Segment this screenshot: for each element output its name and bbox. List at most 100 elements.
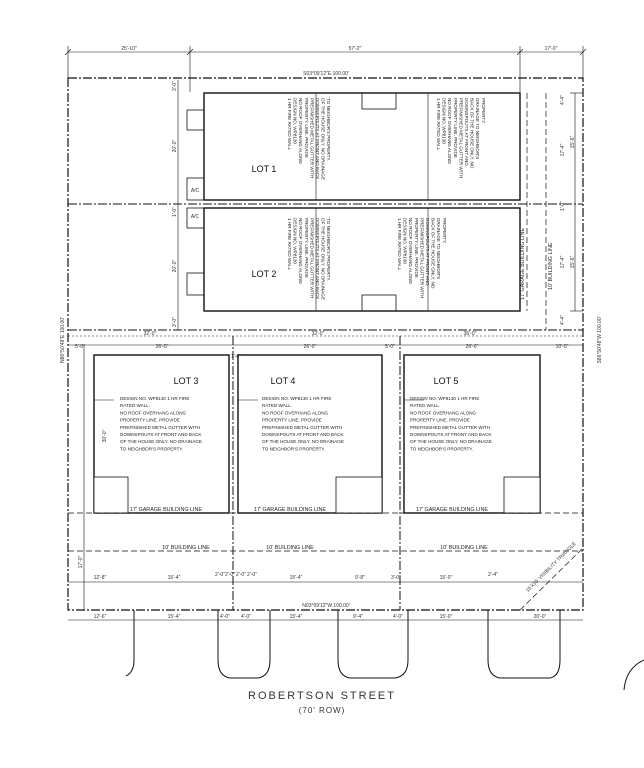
note-line: NO ROOF OVERHANG ALONG — [120, 410, 187, 415]
dim-b3: 2'-0" — [215, 572, 225, 578]
note-line: NO ROOF OVERHANG ALONG — [410, 410, 477, 415]
south-bearing: N03°09'12"W 100.00' — [302, 603, 349, 609]
note-line: DOWNSPOUTS AT FRONT AND — [425, 218, 430, 286]
west-bearing: N86°50'48"E 100.00' — [60, 317, 66, 363]
dim-c7: 4'-0" — [393, 614, 403, 620]
note-line: PROPERTY LINE. PROVIDE — [304, 98, 309, 158]
note-line: OF THE HOUSE ONLY. NO DRAINAGE — [262, 439, 344, 444]
note-line: PROPERTY. — [442, 218, 447, 244]
dim-b10: 15'-0" — [440, 575, 453, 581]
dim-lot3-5: 5'-0" — [75, 344, 85, 350]
note-line: PREFINISHED METAL GUTTER WITH — [410, 425, 490, 430]
dim-lot5-10: 10'-0" — [556, 344, 569, 350]
note-line: DESIGN NO. WP8130 — [442, 98, 447, 144]
street-row: (70' ROW) — [298, 706, 346, 715]
ac-label-1: A/C — [191, 188, 200, 194]
note-line: 1 HR FIRE RATED WALL — [287, 98, 292, 151]
note-line: DOWNSPOUTS AT FRONT AND BACK — [315, 218, 320, 300]
east-bearing: S86°50'48"W 100.00' — [597, 316, 603, 363]
note-line: NO ROOF OVERHANG ALONG — [408, 218, 413, 285]
dim-front-17: 17'-0" — [78, 555, 84, 568]
dim-b2: 15'-4" — [168, 575, 181, 581]
dim-r-7: 4'-4" — [560, 315, 566, 325]
note-line: DESIGN NO. WP8130 — [403, 218, 408, 264]
note-line: PREFINISHED METAL GUTTER WITH — [309, 218, 314, 298]
dim-b6: 2'-0" — [247, 572, 257, 578]
dim-c2: 15'-4" — [168, 614, 181, 620]
garage-line-lot5: 17' GARAGE BUILDING LINE — [416, 507, 488, 513]
note-line: PREFINISHED METAL GUTTER WITH — [419, 218, 424, 298]
dim-lot4-26: 26'-0" — [304, 344, 317, 350]
garage-line-lot3: 17' GARAGE BUILDING LINE — [130, 507, 202, 513]
note-line: DESIGN NO. WP8130 1 HR FIRE — [410, 396, 479, 401]
dim-c3: 4'-0" — [220, 614, 230, 620]
note-line: PROPERTY LINE. PROVIDE — [453, 98, 458, 158]
note-line: TO NEIGHBOR'S PROPERTY. — [410, 446, 473, 451]
dim-b1: 12'-8" — [94, 575, 107, 581]
dim-gap-1: 1'-0" — [231, 354, 241, 360]
dim-r-5: 17'-4" — [560, 255, 566, 268]
note-line: TO NEIGHBOR'S PROPERTY. — [262, 446, 325, 451]
dim-row-36: 36'-0" — [464, 331, 477, 337]
note-line: PREFINISHED METAL GUTTER WITH — [120, 425, 200, 430]
note-line: DESIGN NO. WP8130 — [293, 98, 298, 144]
note-line: DOWNSPOUTS AT FRONT AND BACK — [315, 98, 320, 180]
note-line: TO NEIGHBOR'S PROPERTY. — [326, 218, 331, 281]
note-line: RATED WALL. — [120, 403, 150, 408]
dim-r-6: 15'-6" — [570, 255, 576, 268]
dim-r-2: 17'-4" — [560, 143, 566, 156]
note-line: DOWNSPOUTS AT FRONT AND — [464, 98, 469, 166]
lot-3-label: LOT 3 — [174, 376, 199, 386]
dim-b5: 2'-0" — [236, 572, 246, 578]
dim-ul-2: 20'-0" — [172, 139, 178, 152]
dim-row-32a: 32'-0" — [144, 331, 157, 337]
note-line: RATED WALL. — [410, 403, 440, 408]
dim-b11: 2'-4" — [488, 572, 498, 578]
dim-b7: 15'-4" — [290, 575, 303, 581]
note-line: DESIGN NO. WP8130 1 HR FIRE — [262, 396, 331, 401]
note-line: PREFINISHED METAL GUTTER WITH — [458, 98, 463, 178]
note-line: PROPERTY LINE. PROVIDE — [410, 418, 470, 423]
note-line: OF THE HOUSE ONLY. NO DRAINAGE — [410, 439, 492, 444]
dim-lot-depth: 30'-0" — [102, 429, 108, 442]
garage-line-lot4: 17' GARAGE BUILDING LINE — [254, 507, 326, 513]
visibility-triangle-label: 15'X15' VISIBILITY TRIANGLE — [525, 540, 578, 593]
dim-c9: 20'-0" — [534, 614, 547, 620]
dim-top-right: 17'-0" — [545, 46, 558, 52]
note-line: 1 HR FIRE RATED WALL — [436, 98, 441, 151]
note-line: DRAINAGE TO NEIGHBOR'S — [436, 218, 441, 279]
dim-b8: 9'-8" — [355, 575, 365, 581]
property-boundary — [67, 77, 584, 611]
dim-c4: 4'-0" — [241, 614, 251, 620]
note-line: PROPERTY LINE. PROVIDE — [262, 418, 322, 423]
fire-wall-note-lot5: DESIGN NO. WP8130 1 HR FIRE RATED WALL. NO… — [410, 396, 492, 451]
dim-ul-5: 3'-0" — [172, 317, 178, 327]
lot-4-label: LOT 4 — [271, 376, 296, 386]
note-line: DESIGN NO. WP8130 — [293, 218, 298, 264]
dim-r-3: 15'-6" — [570, 135, 576, 148]
note-line: PROPERTY LINE. PROVIDE — [120, 418, 180, 423]
note-line: TO NEIGHBOR'S PROPERTY. — [326, 98, 331, 161]
dim-lot5-26: 26'-0" — [466, 344, 479, 350]
lot-5-building — [403, 354, 541, 514]
note-line: 1 HR FIRE RATED WALL — [397, 218, 402, 271]
note-line: PROPERTY LINE. PROVIDE — [304, 218, 309, 278]
garage-line-vertical: 17' GARAGE BUILDING LINE — [520, 228, 526, 300]
dim-lot4-5: 5'-0" — [385, 344, 395, 350]
dim-row-32b: 32'-0" — [312, 331, 325, 337]
note-line: OF THE HOUSE ONLY. NO DRAINAGE — [321, 98, 326, 180]
note-line: TO NEIGHBOR'S PROPERTY. — [120, 446, 183, 451]
note-line: BACK OF THE HOUSE ONLY. NO — [470, 98, 475, 169]
front-line-lot3: 10' BUILDING LINE — [162, 545, 210, 551]
lot-5-label: LOT 5 — [434, 376, 459, 386]
note-line: DOWNSPOUTS AT FRONT AND BACK — [262, 432, 344, 437]
note-line: NO ROOF OVERHANG ALONG — [262, 410, 329, 415]
front-line-vertical: 10' BUILDING LINE — [548, 242, 554, 290]
dim-c6: 9'-4" — [353, 614, 363, 620]
note-line: PROPERTY LINE. PROVIDE — [414, 218, 419, 278]
